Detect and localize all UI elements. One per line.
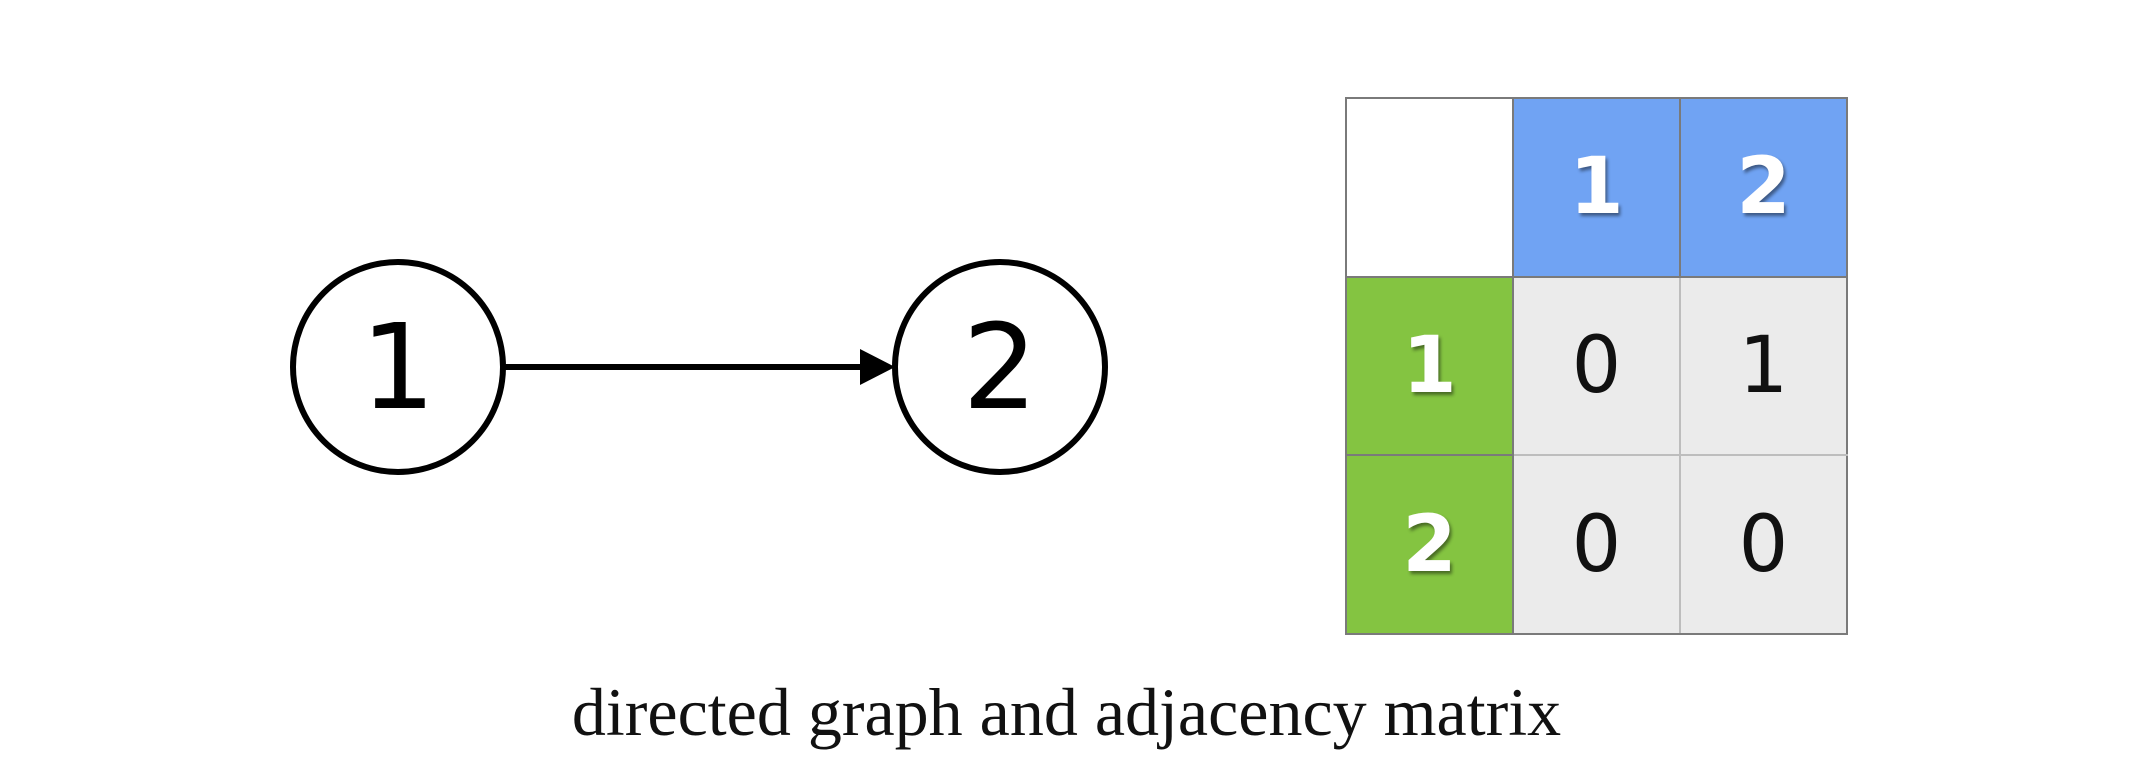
matrix-col-header-2: 2 (1679, 97, 1848, 278)
matrix-row-1: 1 0 1 (1345, 275, 1848, 457)
matrix-row-2: 2 0 0 (1345, 454, 1848, 635)
directed-graph: 1 2 (290, 259, 1108, 475)
graph-node-2: 2 (892, 259, 1108, 475)
matrix-cell-1-2: 1 (1679, 275, 1848, 457)
matrix-row-header-1: 1 (1345, 275, 1514, 457)
graph-edge-1-2 (504, 349, 895, 385)
matrix-header-row: 1 2 (1345, 97, 1848, 278)
adjacency-matrix: 1 2 1 0 1 2 0 0 (1345, 97, 1848, 635)
matrix-cell-2-1: 0 (1512, 454, 1681, 635)
graph-node-1: 1 (290, 259, 506, 475)
matrix-cell-2-2: 0 (1679, 454, 1848, 635)
figure-caption: directed graph and adjacency matrix (571, 674, 1562, 750)
edge-arrowhead (860, 349, 895, 385)
matrix-cell-1-1: 0 (1512, 275, 1681, 457)
matrix-col-header-1: 1 (1512, 97, 1681, 278)
matrix-corner-cell (1345, 97, 1514, 278)
graph-node-2-label: 2 (962, 298, 1037, 436)
matrix-row-header-2: 2 (1345, 454, 1514, 635)
graph-node-1-label: 1 (360, 298, 435, 436)
